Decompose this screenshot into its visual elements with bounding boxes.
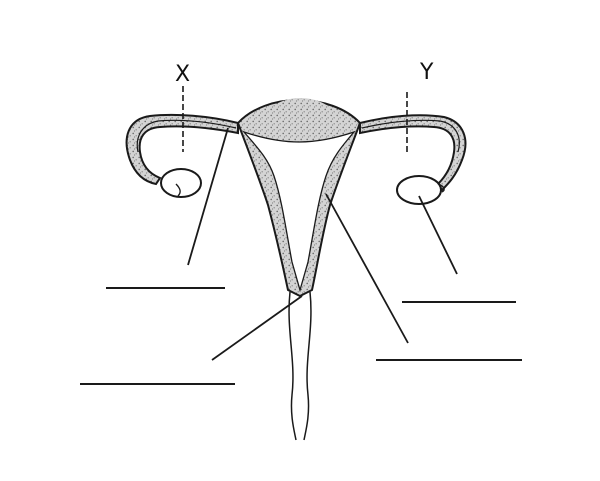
label-x: X (175, 62, 191, 87)
leader-line-vagina (211, 295, 303, 361)
uterine-cavity (241, 130, 357, 293)
left-tube-lumen (136, 119, 237, 153)
right-tube-lumen (361, 119, 460, 153)
right-ovary (396, 175, 442, 205)
left-fallopian-tube (125, 113, 239, 186)
vagina (288, 291, 312, 441)
leader-line-right-ovary (418, 195, 458, 275)
leader-line-left-tube (187, 127, 229, 266)
leader-line-uterus-wall (325, 193, 409, 344)
label-y: Y (420, 60, 434, 85)
left-ovary (160, 168, 202, 198)
uterine-fundus (258, 98, 342, 132)
left-ovary-stalk (175, 183, 181, 197)
right-ovary-stalk (437, 183, 445, 193)
